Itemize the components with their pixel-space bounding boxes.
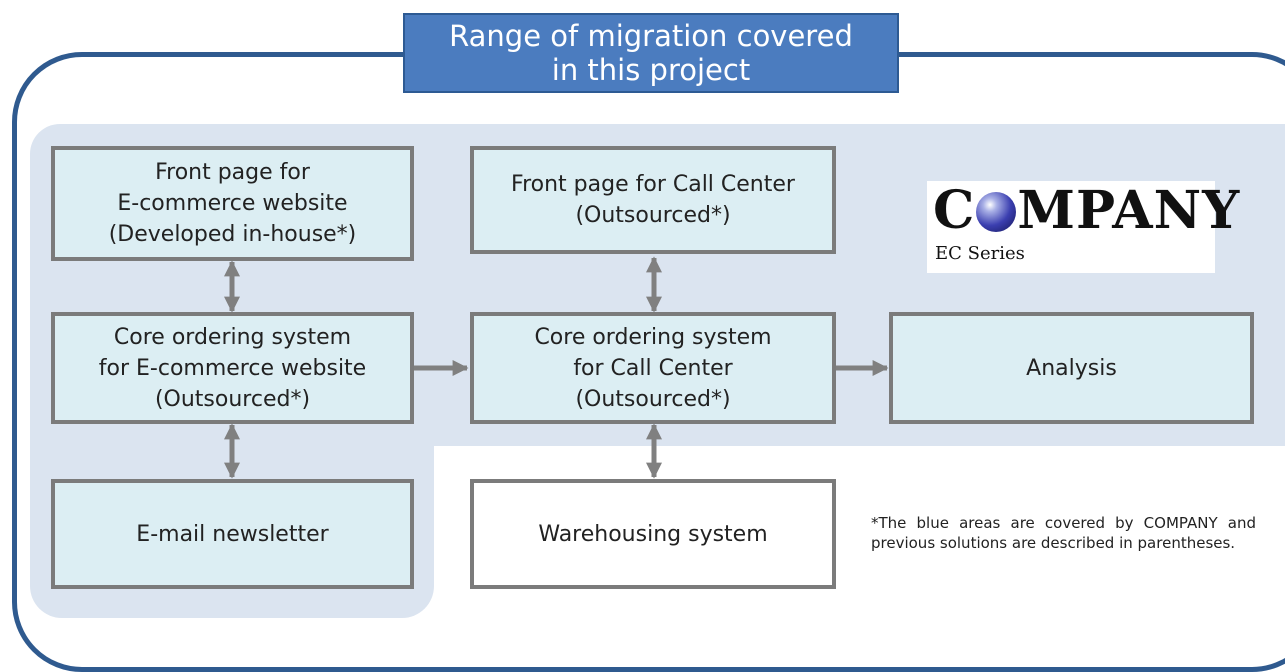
node-core-ordering-ecommerce: Core ordering system for E-commerce webs… (51, 312, 414, 424)
footnote: *The blue areas are covered by COMPANY a… (871, 514, 1256, 552)
connector-layer (223, 256, 889, 479)
node-warehousing-system: Warehousing system (470, 479, 836, 589)
node-core-ordering-call-center: Core ordering system for Call Center (Ou… (470, 312, 836, 424)
logo-sphere-icon (976, 192, 1017, 232)
logo-subtitle: EC Series (935, 243, 1025, 264)
node-front-page-ecommerce: Front page for E-commerce website (Devel… (51, 146, 414, 261)
node-analysis: Analysis (889, 312, 1254, 424)
diagram-title: Range of migration covered in this proje… (403, 13, 899, 93)
node-front-page-call-center: Front page for Call Center (Outsourced*) (470, 146, 836, 254)
node-email-newsletter: E-mail newsletter (51, 479, 414, 589)
